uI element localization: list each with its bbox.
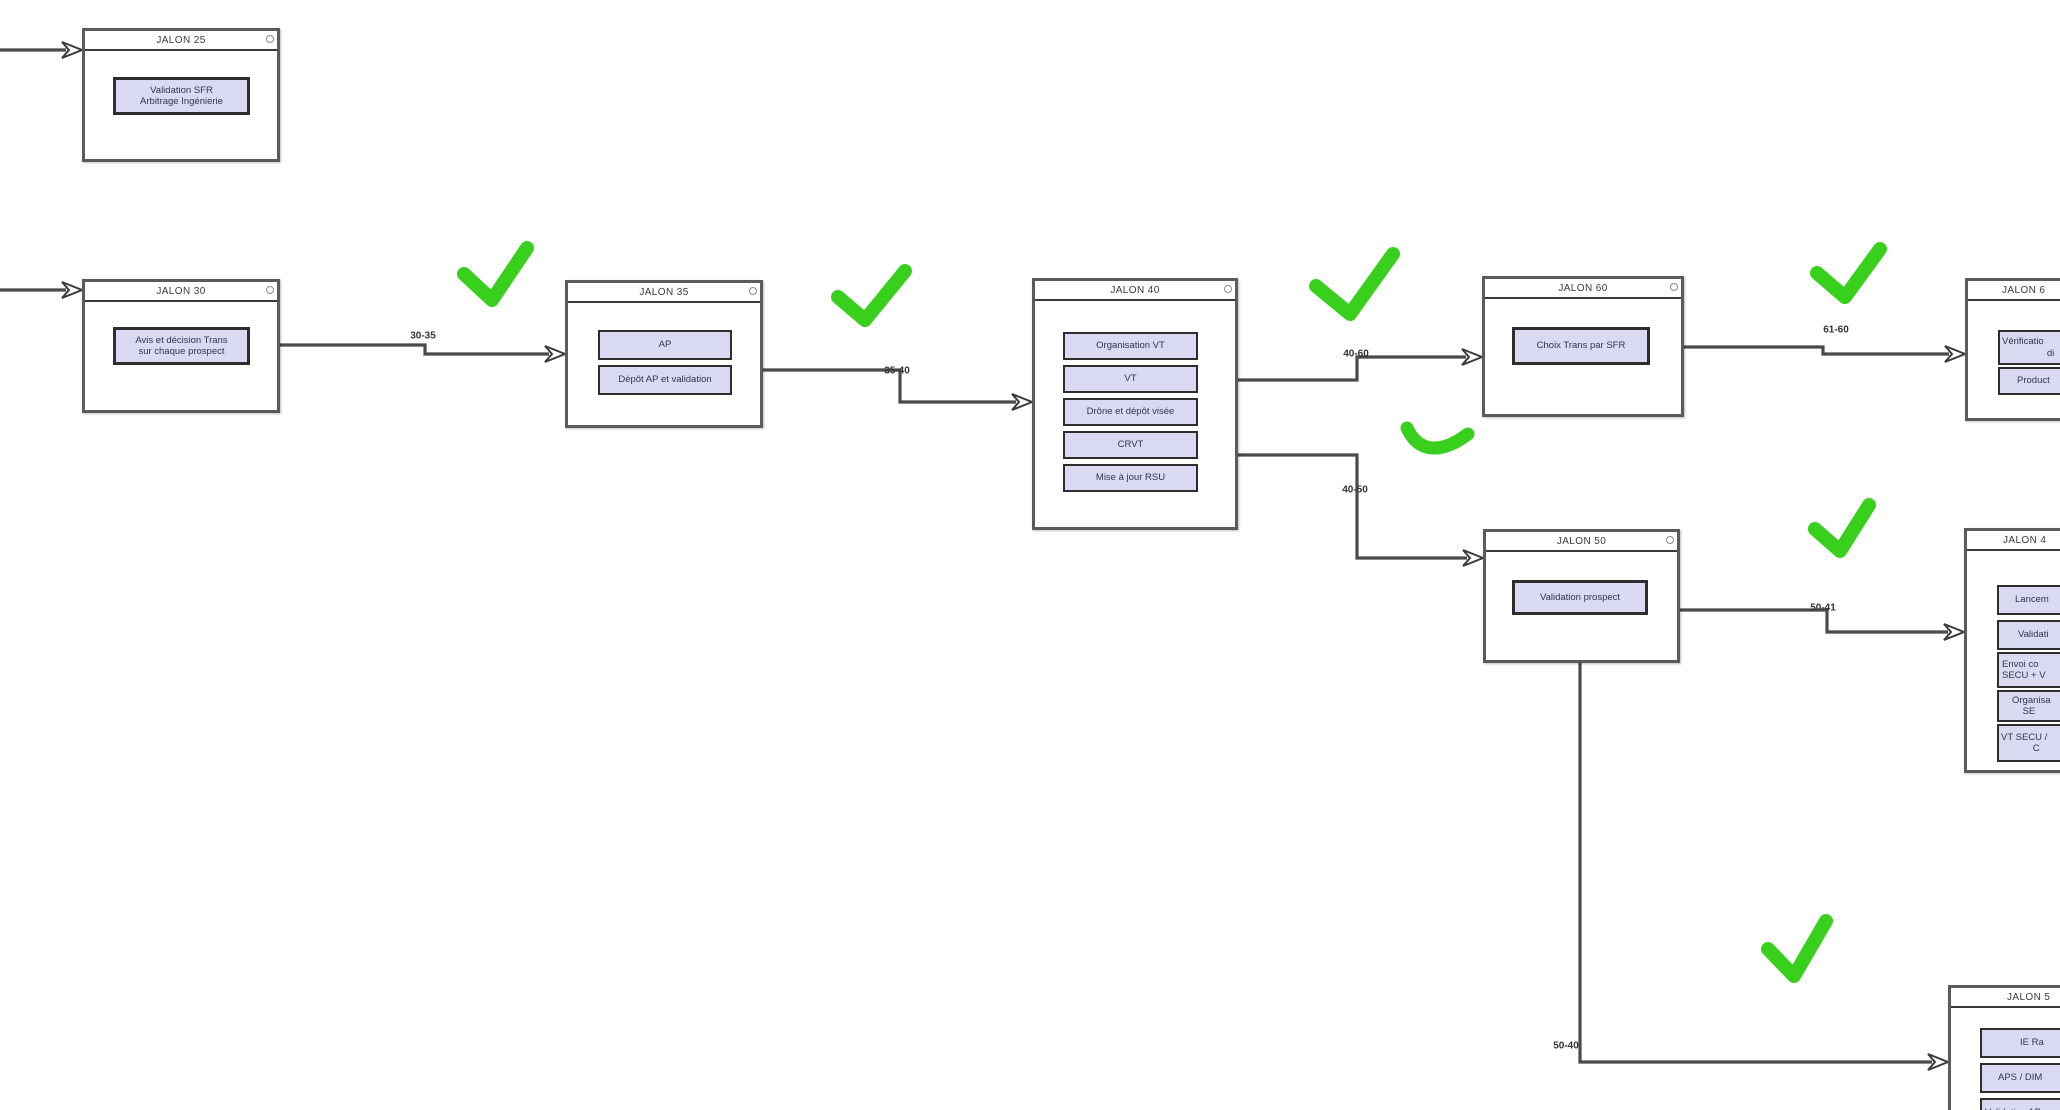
task-item[interactable]: Validati (1997, 620, 2060, 650)
arrowhead-icon (1927, 1053, 1951, 1071)
connector-40-60 (1238, 355, 1466, 382)
task-item[interactable]: Vérificatio di (1998, 330, 2060, 365)
checkmark-icon (1761, 914, 1833, 983)
milestone-window-jalon-30[interactable]: JALON 30 Avis et décision Trans sur chaq… (82, 279, 280, 413)
task-item[interactable]: Lancem (1997, 585, 2060, 615)
checkmark-icon (831, 264, 912, 327)
task-item[interactable]: Drône et dépôt visée (1063, 398, 1198, 426)
task-item[interactable]: Validation SFR Arbitrage Ingénierie (113, 77, 250, 115)
window-title: JALON 40 (1035, 281, 1235, 301)
edge-label-35-40: 35-40 (884, 365, 910, 377)
checkmark-icon (457, 241, 534, 307)
task-item[interactable]: Validation prospect (1512, 580, 1648, 615)
milestone-window-jalon-4x[interactable]: JALON 4 Lancem Validati Envoi co SECU + … (1964, 528, 2060, 773)
task-item[interactable]: VT SECU / C (1997, 724, 2060, 762)
task-item[interactable]: Envoi co SECU + V (1997, 652, 2060, 688)
window-title: JALON 30 (85, 282, 277, 302)
task-item[interactable]: Product (1998, 367, 2060, 395)
circle-menu-icon[interactable] (1670, 283, 1678, 291)
arrowhead-icon (1011, 393, 1035, 411)
window-title: JALON 60 (1485, 279, 1681, 299)
checkmark-icon (1309, 247, 1400, 321)
arrowhead-icon (61, 41, 85, 59)
edge-label-61-60: 61-60 (1823, 324, 1849, 336)
task-item[interactable]: Validation AP (1980, 1098, 2060, 1110)
edge-label-30-35: 30-35 (410, 330, 436, 342)
milestone-window-jalon-5x[interactable]: JALON 5 IE Ra APS / DIM Validation AP (1948, 985, 2060, 1110)
task-item[interactable]: Organisa SE (1997, 690, 2060, 722)
milestone-window-jalon-60[interactable]: JALON 60 Choix Trans par SFR (1482, 276, 1684, 417)
checkmark-icon (1810, 242, 1887, 304)
connector-60-61 (1684, 345, 1949, 356)
checkmark-annotations (457, 241, 1887, 983)
task-item[interactable]: AP (598, 330, 732, 360)
arrowhead-icon (1462, 549, 1486, 567)
milestone-window-jalon-25[interactable]: JALON 25 Validation SFR Arbitrage Ingéni… (82, 28, 280, 162)
milestone-window-jalon-50[interactable]: JALON 50 Validation prospect (1483, 529, 1680, 663)
arrowheads (61, 41, 1968, 1071)
connector-lines (0, 48, 1949, 1064)
edge-label-40-50: 40-50 (1342, 484, 1368, 496)
edge-label-40-60: 40-60 (1343, 348, 1369, 360)
window-title: JALON 5 (1951, 988, 2060, 1008)
circle-menu-icon[interactable] (1224, 285, 1232, 293)
circle-menu-icon[interactable] (266, 286, 274, 294)
connector-35-40 (763, 368, 1016, 404)
window-title: JALON 4 (1967, 531, 2060, 551)
task-item[interactable]: IE Ra (1980, 1028, 2060, 1058)
arrowhead-icon (61, 281, 85, 299)
connector-40-50 (1238, 453, 1467, 560)
milestone-window-jalon-35[interactable]: JALON 35 AP Dépôt AP et validation (565, 280, 763, 428)
arrowhead-icon (544, 345, 568, 363)
task-item[interactable]: Dépôt AP et validation (598, 365, 732, 395)
task-item[interactable]: VT (1063, 365, 1198, 393)
window-title: JALON 50 (1486, 532, 1677, 552)
arrowhead-icon (1944, 345, 1968, 363)
task-item[interactable]: CRVT (1063, 431, 1198, 459)
task-item[interactable]: APS / DIM (1980, 1063, 2060, 1093)
arrowhead-icon (1943, 623, 1967, 641)
milestone-window-jalon-40[interactable]: JALON 40 Organisation VT VT Drône et dép… (1032, 278, 1238, 530)
edge-label-50-40: 50-40 (1553, 1040, 1579, 1052)
task-item[interactable]: Mise à jour RSU (1063, 464, 1198, 492)
check-curve-icon (1400, 421, 1475, 455)
checkmark-icon (1808, 498, 1876, 558)
connector-50-41 (1680, 608, 1948, 634)
window-title: JALON 6 (1968, 281, 2060, 301)
task-item[interactable]: Organisation VT (1063, 332, 1198, 360)
circle-menu-icon[interactable] (1666, 536, 1674, 544)
circle-menu-icon[interactable] (749, 287, 757, 295)
circle-menu-icon[interactable] (266, 35, 274, 43)
task-item[interactable]: Avis et décision Trans sur chaque prospe… (113, 327, 250, 365)
task-item[interactable]: Choix Trans par SFR (1512, 327, 1650, 365)
arrowhead-icon (1461, 348, 1485, 366)
window-title: JALON 35 (568, 283, 760, 303)
window-title: JALON 25 (85, 31, 277, 51)
connector-30-35 (280, 343, 549, 356)
edge-label-50-41: 50-41 (1810, 602, 1836, 614)
milestone-window-jalon-6x[interactable]: JALON 6 Vérificatio di Product (1965, 278, 2060, 421)
connector-50-40 (1578, 663, 1932, 1064)
